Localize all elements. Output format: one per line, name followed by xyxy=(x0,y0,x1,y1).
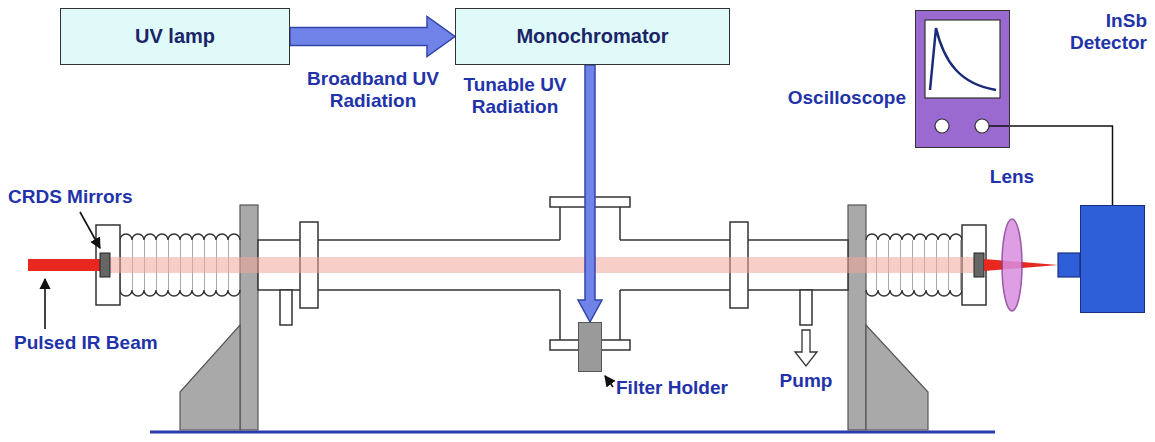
detector-window xyxy=(1058,253,1080,277)
node-label: Monochromator xyxy=(516,25,668,48)
node-label: Oscilloscope xyxy=(766,87,906,109)
part-label: Pump xyxy=(776,370,836,392)
crds-mirror xyxy=(100,253,110,277)
bench-line xyxy=(150,431,995,434)
ir-beam xyxy=(28,259,102,271)
radiation-arrow xyxy=(290,17,455,57)
instrument-box: Monochromator xyxy=(455,8,730,65)
radiation-arrow xyxy=(578,65,602,322)
part-label: Lens xyxy=(985,166,1039,188)
node-label: UV lamp xyxy=(135,25,215,48)
scope-box: Oscilloscope xyxy=(915,10,1010,148)
leader-line xyxy=(605,376,613,387)
part-label: CRDS Mirrors xyxy=(8,186,133,208)
signal-cable xyxy=(1010,126,1113,205)
holder-box: Filter Holder xyxy=(578,322,602,372)
radiation-label: Broadband UV Radiation xyxy=(292,68,454,112)
node-label: InSb Detector xyxy=(1047,10,1147,54)
leader-line xyxy=(80,212,100,248)
oscilloscope-drawing xyxy=(915,10,1010,148)
crds-mirror xyxy=(974,253,984,277)
inlet-stub xyxy=(280,290,292,325)
detector-box: InSb Detector xyxy=(1080,205,1145,313)
node-label: Filter Holder xyxy=(616,377,728,399)
leader-line xyxy=(44,279,46,329)
right-stand xyxy=(848,205,928,430)
source-box: UV lamp xyxy=(60,8,290,65)
cavity-beam xyxy=(100,257,980,273)
radiation-label: Tunable UV Radiation xyxy=(452,74,578,118)
pump-stub xyxy=(800,290,812,325)
lens-symbol xyxy=(1002,219,1022,311)
pump-arrow xyxy=(795,330,817,366)
part-label: Pulsed IR Beam xyxy=(14,332,158,354)
